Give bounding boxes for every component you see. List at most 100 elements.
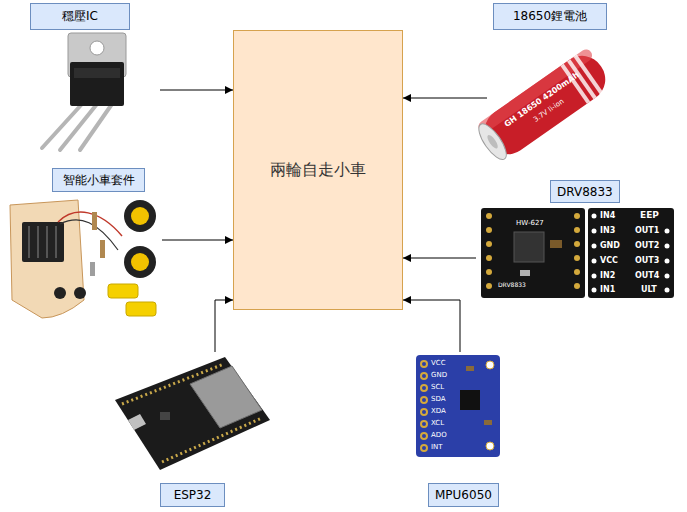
component-label: 穩壓IC: [30, 3, 130, 30]
motor-driver-back-picture: [592, 274, 597, 279]
pin-name: OUT3: [635, 257, 659, 265]
pin-name: GND: [600, 242, 620, 250]
robot-kit-picture: [28, 226, 30, 258]
motor-driver-picture: [486, 269, 492, 275]
motor-driver-picture: [574, 255, 580, 261]
motor-driver-picture: [486, 241, 492, 247]
robot-kit-picture: [124, 200, 156, 232]
robot-kit-picture: [124, 246, 156, 278]
esp32-picture: [128, 414, 146, 430]
motor-driver-picture: [574, 241, 580, 247]
motor-driver-back-picture: [665, 288, 670, 293]
regulator-picture: [42, 33, 126, 150]
motor-driver-picture: [520, 270, 530, 276]
mpu6050-picture: [421, 445, 427, 451]
motor-driver-picture: [574, 283, 580, 289]
pin-name: EEP: [640, 211, 659, 220]
pin-name: OUT1: [635, 227, 659, 235]
regulator-picture: [42, 104, 82, 148]
component-group: MPU6050: [412, 352, 508, 509]
pin-name: IN3: [600, 227, 615, 235]
pin-name: VCC: [431, 360, 446, 367]
mpu6050-picture: [466, 366, 474, 371]
arrow-connector: [403, 300, 460, 352]
motor-driver-back-picture: [592, 288, 597, 293]
mpu6050-picture: [421, 385, 427, 391]
motor-driver-picture: [486, 283, 492, 289]
pin-name: INT: [431, 444, 443, 451]
arrow-connector: [162, 240, 233, 241]
arrow-connector: [403, 258, 476, 259]
robot-kit-picture: [90, 262, 95, 276]
motor-driver-picture: [574, 227, 580, 233]
component-label: 智能小車套件: [52, 168, 145, 192]
regulator-picture: [74, 68, 120, 78]
component-label: DRV8833: [550, 180, 620, 203]
pin-name: XCL: [431, 420, 444, 427]
robot-kit-picture: [60, 220, 118, 250]
motor-driver-back-picture: [665, 274, 670, 279]
robot-kit-picture: [46, 226, 48, 258]
regulator-picture: [90, 41, 104, 55]
component-group: ESP32: [110, 352, 275, 509]
arrow-connector: [160, 90, 233, 91]
motor-driver-back-picture: [592, 259, 597, 264]
battery-picture: [476, 47, 614, 163]
regulator-picture: [68, 33, 126, 77]
motor-driver-picture: [574, 269, 580, 275]
battery-picture: [486, 133, 500, 150]
pin-name: ADO: [431, 432, 447, 439]
pin-name: XDA: [431, 408, 446, 415]
motor-driver-picture: [481, 208, 585, 298]
robot-kit-picture: [126, 302, 156, 316]
pin-name: IN2: [600, 272, 615, 280]
robot-kit-picture: [10, 200, 84, 318]
component-group: 18650鋰電池: [487, 3, 615, 163]
esp32-picture: [190, 366, 262, 428]
component-group: 智能小車套件: [5, 168, 162, 323]
mpu6050-picture: [421, 433, 427, 439]
pin-name: SCL: [431, 384, 444, 391]
motor-driver-picture: [486, 227, 492, 233]
robot-kit-picture: [22, 222, 64, 262]
robot-kit-picture: [74, 287, 86, 299]
mpu6050-picture: [421, 421, 427, 427]
mpu6050-picture: [421, 373, 427, 379]
motor-driver-back-picture: [592, 229, 597, 234]
pin-name: HW-627: [516, 220, 544, 227]
motor-driver-back-picture: [592, 244, 597, 249]
robot-kit-picture: [58, 212, 122, 236]
robot-kit-picture: [108, 284, 138, 298]
mpu6050-picture: [416, 355, 500, 457]
system-title: 兩輪自走小車: [266, 156, 370, 185]
mpu6050-picture: [421, 361, 427, 367]
motor-driver-back-picture: [592, 214, 670, 293]
pin-name: DRV8833: [498, 282, 526, 288]
regulator-picture: [80, 104, 112, 150]
robot-kit-picture: [10, 200, 156, 318]
robot-kit-picture: [131, 253, 149, 271]
motor-driver-back-picture: [665, 244, 670, 249]
mpu6050-picture: [421, 361, 427, 451]
arrow-connector: [215, 300, 233, 352]
battery-picture: [473, 47, 614, 165]
regulator-picture: [60, 104, 97, 150]
motor-driver-back-picture: [588, 208, 674, 298]
pin-name: SDA: [431, 396, 446, 403]
regulator-picture: [70, 62, 124, 106]
motor-driver-back-picture: [665, 259, 670, 264]
mpu6050-picture: [486, 442, 494, 450]
robot-kit-picture: [100, 240, 105, 258]
pin-name: VCC: [600, 257, 618, 265]
arrow-connector: [403, 98, 487, 99]
esp32-picture: [162, 418, 262, 462]
motor-driver-back-picture: [592, 214, 597, 219]
robot-kit-picture: [55, 226, 57, 258]
mpu6050-picture: [416, 355, 500, 457]
mpu6050-picture: [460, 390, 480, 410]
pin-name: OUT2: [635, 242, 659, 250]
component-label: ESP32: [160, 483, 225, 507]
robot-kit-picture: [131, 207, 149, 225]
